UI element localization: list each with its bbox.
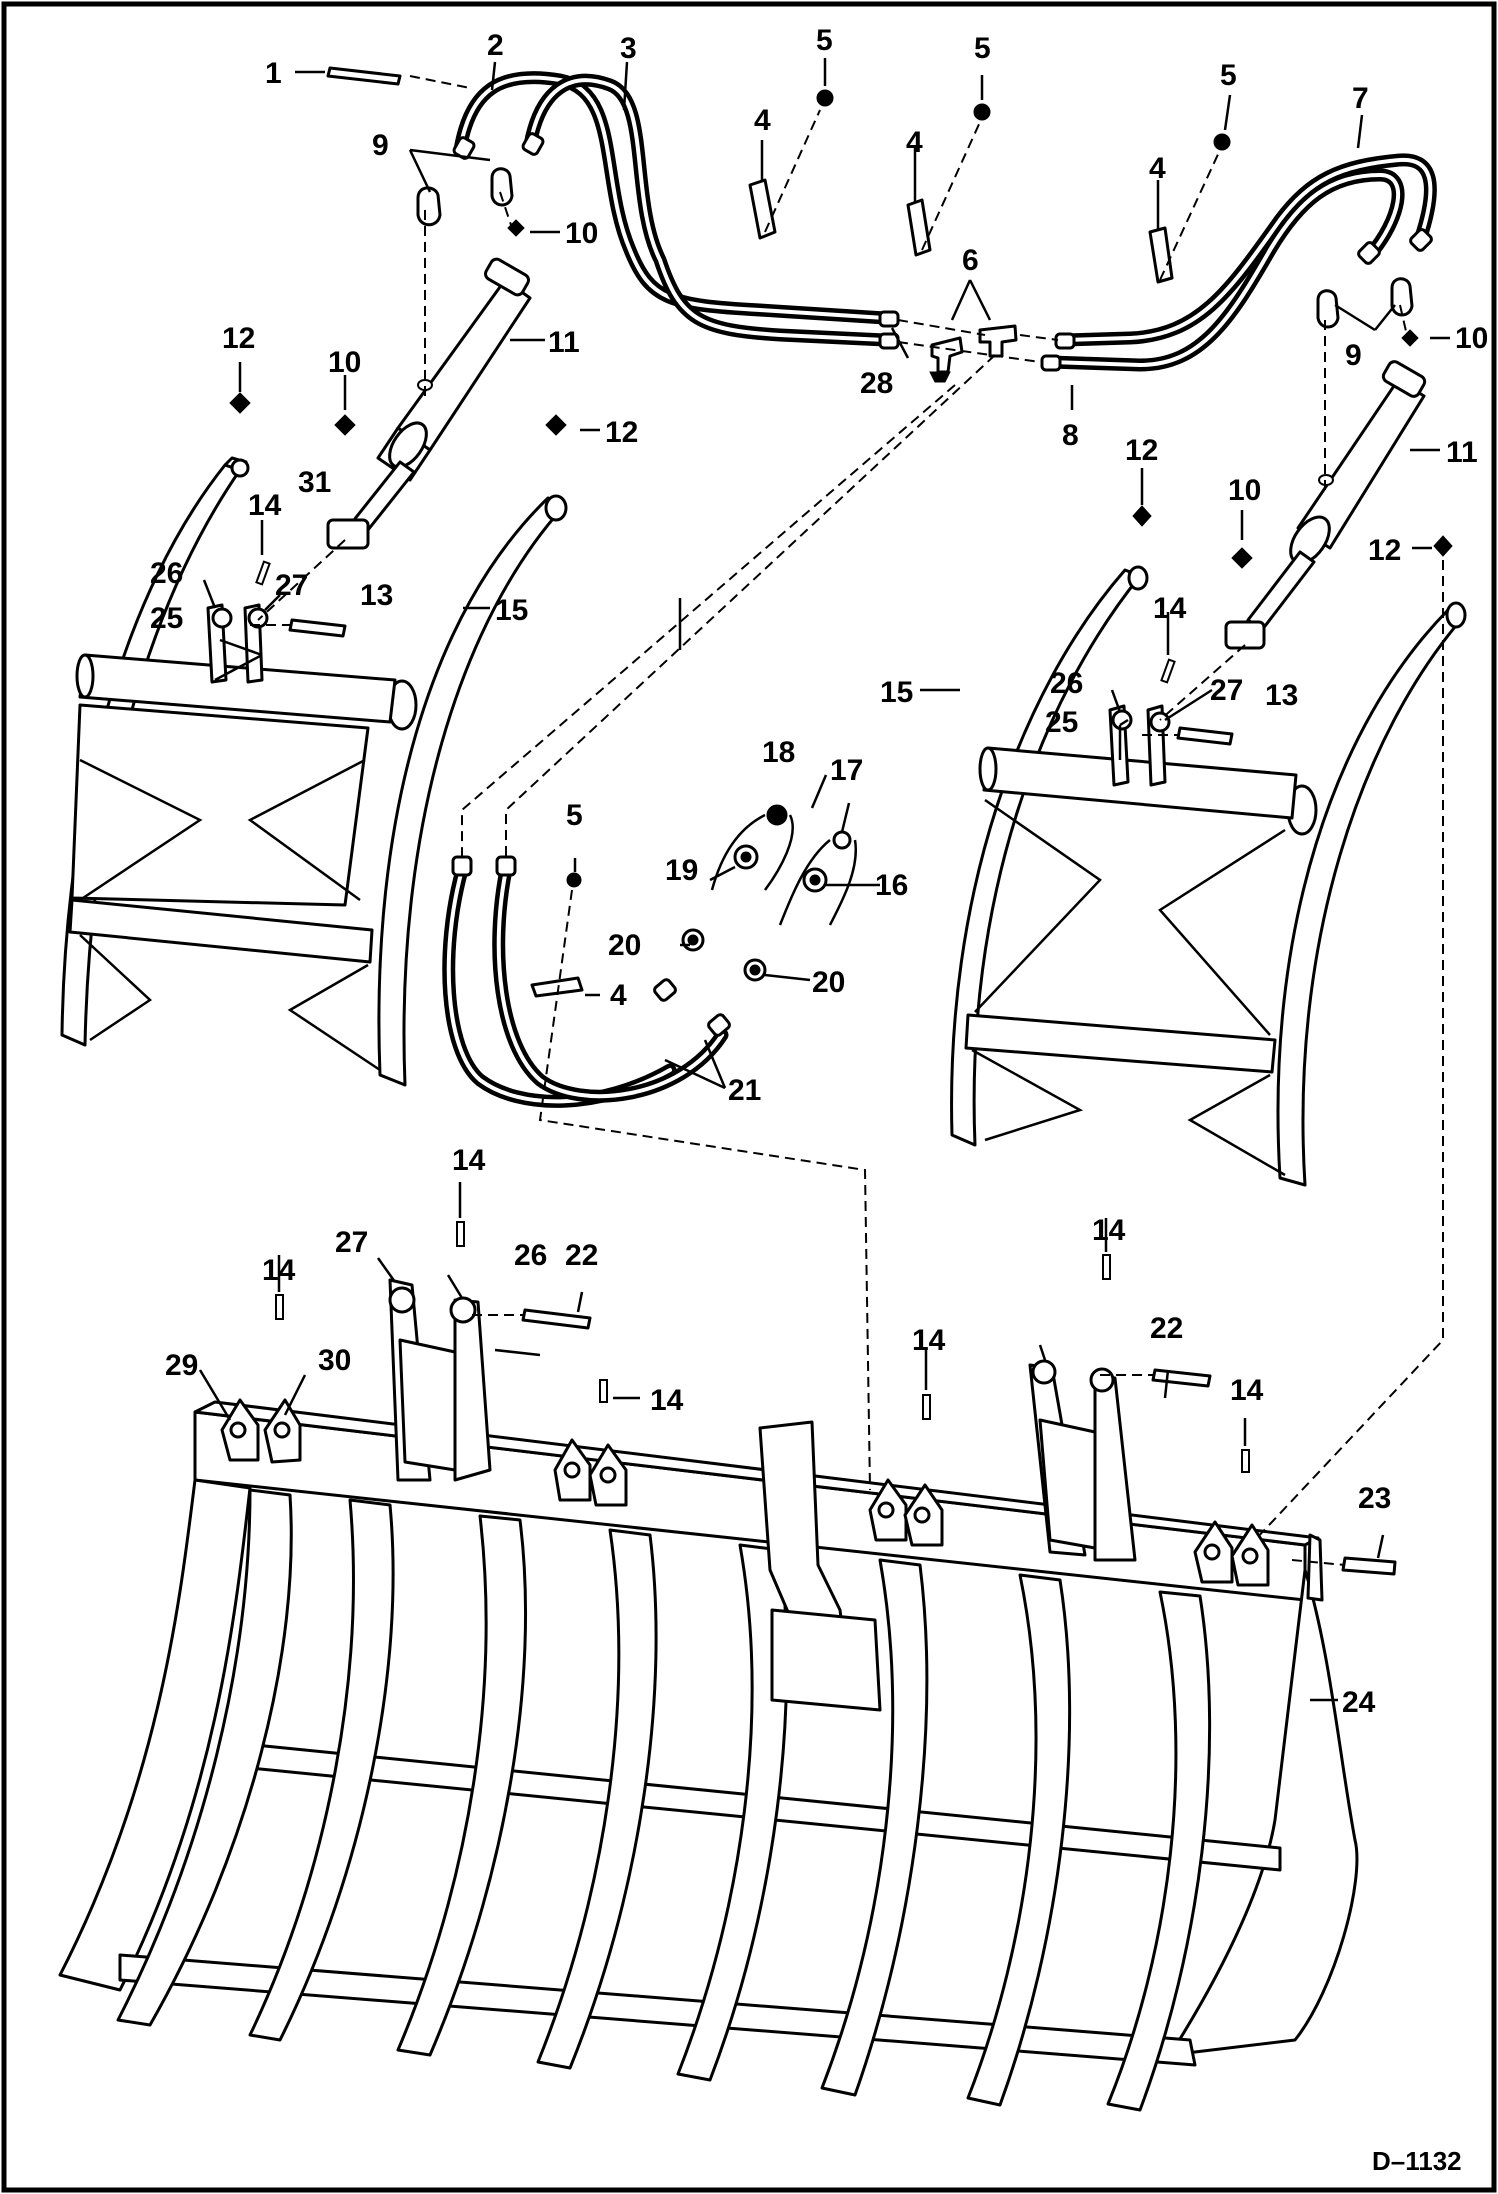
callout-14b: 14 [1153,592,1187,625]
callout-5c: 5 [1220,59,1237,92]
callout-25b: 25 [1045,706,1078,739]
callout-14c: 14 [452,1144,486,1177]
callout-22a: 22 [565,1239,598,1272]
pin-13 [288,618,1234,746]
callout-23: 23 [1358,1482,1391,1515]
callout-7: 7 [1352,82,1369,115]
callout-15b: 15 [880,676,913,709]
cylinder-11-left [326,257,532,550]
callout-5a: 5 [816,24,833,57]
quick-couplers [681,804,858,982]
callout-26a: 26 [150,557,183,590]
callout-28: 28 [860,367,893,400]
callout-14e: 14 [650,1384,684,1417]
tee-fitting-6 [929,324,1018,383]
callout-17: 17 [830,754,863,787]
callout-20b: 20 [812,966,845,999]
pin-22 [521,1308,1212,1388]
callout-26c: 26 [514,1239,547,1272]
callout-18: 18 [762,736,795,769]
callout-10b: 10 [1455,322,1488,355]
callout-9b: 9 [1345,339,1362,372]
callout-5b: 5 [974,32,991,65]
callout-5d: 5 [566,799,583,832]
hose-assembly-right [1040,153,1437,372]
callout-24: 24 [1342,1686,1376,1719]
callout-6: 6 [962,244,979,277]
bucket-teeth [116,1488,1212,2112]
callout-12d: 12 [1368,534,1401,567]
callout-2: 2 [487,29,504,62]
callout-27a: 27 [275,569,308,602]
callout-10a: 10 [565,217,598,250]
callout-20a: 20 [608,929,641,962]
callout-labels: 1 2 3 4 4 4 4 5 5 5 5 6 7 8 9 9 10 10 10… [150,24,1488,1719]
callout-14g: 14 [1092,1214,1126,1247]
cylinder-11-right [1224,360,1427,650]
grapple-arm-15-right [950,565,1467,1187]
pin-23 [1341,1556,1397,1576]
callout-11b: 11 [1446,436,1478,469]
callout-14d: 14 [262,1254,296,1287]
callout-25a: 25 [150,602,183,635]
grapple-bucket-24 [58,1278,1359,2112]
callout-10d: 10 [1228,474,1261,507]
callout-4d: 4 [610,979,627,1012]
callout-4c: 4 [1149,152,1166,185]
callout-16: 16 [875,869,908,902]
callout-29: 29 [165,1349,198,1382]
callout-4a: 4 [754,104,771,137]
callout-31: 31 [298,466,331,499]
pin-1 [326,66,402,86]
grapple-arm-15-left [60,456,568,1087]
callout-3: 3 [620,32,637,65]
callout-26b: 26 [1050,667,1083,700]
callout-leaders [198,58,1450,1702]
callout-27b: 27 [1210,674,1243,707]
callout-4b: 4 [906,126,923,159]
callout-21: 21 [728,1074,761,1107]
reference-code: D–1132 [1372,2146,1462,2176]
callout-27c: 27 [335,1226,368,1259]
hose-assembly-21 [442,855,731,1108]
assembly-lines [250,75,1444,1566]
callout-10c: 10 [328,346,361,379]
mounting-ears [220,1398,1270,1587]
callout-14f: 14 [912,1324,946,1357]
callout-22b: 22 [1150,1312,1183,1345]
grease-fitting-10 [334,219,1419,569]
hose-assembly-left [452,71,900,350]
callout-19: 19 [665,854,698,887]
callout-12b: 12 [605,416,638,449]
callout-14a: 14 [248,489,282,522]
callout-15a: 15 [495,594,528,627]
callout-13a: 13 [360,579,393,612]
roll-pin-14 [255,560,1250,1473]
nut-12 [229,392,1453,557]
callout-8: 8 [1062,419,1079,452]
elbow-9 [416,167,1414,329]
callout-30: 30 [318,1344,351,1377]
callout-1: 1 [265,57,282,90]
callout-12a: 12 [222,322,255,355]
callout-9a: 9 [372,129,389,162]
nut-5 [566,89,1231,888]
callout-13b: 13 [1265,679,1298,712]
callout-11a: 11 [548,326,580,359]
callout-12c: 12 [1125,434,1158,467]
callout-14h: 14 [1230,1374,1264,1407]
